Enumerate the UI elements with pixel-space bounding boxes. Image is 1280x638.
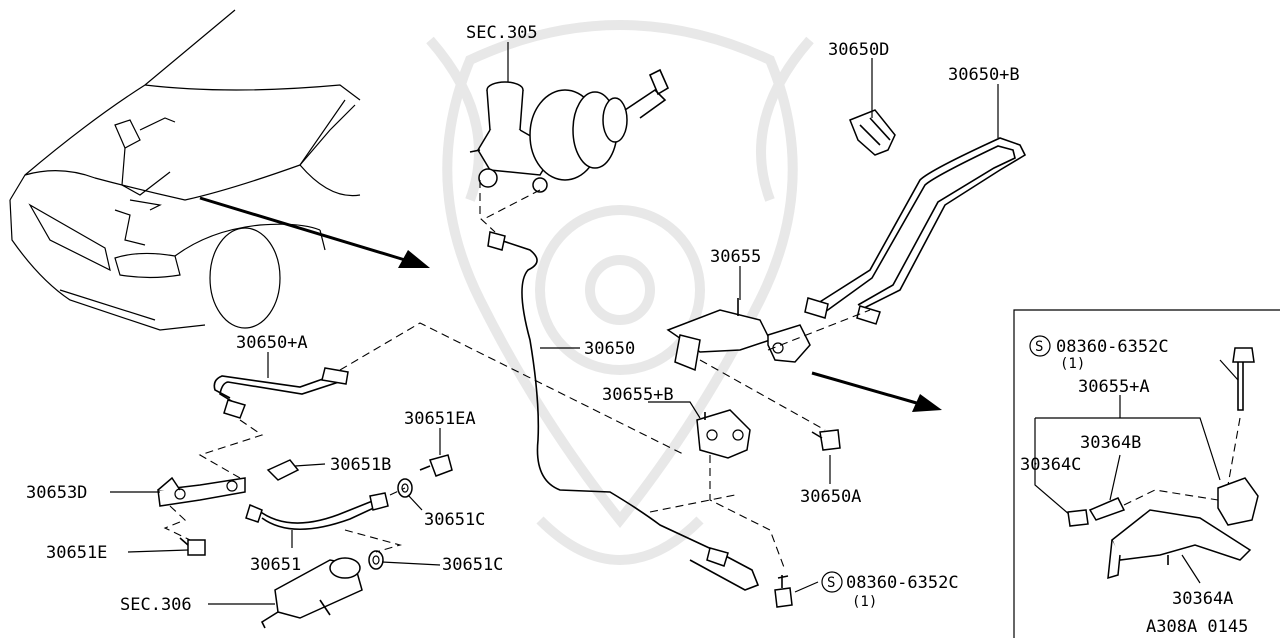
label-30655B: 30655+B — [602, 385, 674, 405]
label-30650A: 30650A — [800, 487, 861, 507]
label-30650A-plus: 30650+A — [236, 333, 308, 353]
direction-arrow-left — [199, 196, 430, 268]
junction-30655B — [696, 409, 751, 459]
label-30653D: 30653D — [26, 483, 87, 503]
inset-panel — [1013, 309, 1280, 638]
s-symbol-inset: S — [1029, 335, 1051, 357]
bolt-30651EA — [419, 454, 453, 477]
car-outline — [9, 9, 361, 331]
clutch-pipe-30650A — [213, 367, 349, 419]
bolt-08360-6352C — [774, 575, 793, 608]
label-30655: 30655 — [710, 247, 761, 267]
label-30364B: 30364B — [1080, 433, 1141, 453]
s-symbol-main: S — [821, 571, 843, 593]
s-symbol-inset-text: S — [1035, 339, 1043, 355]
diagram-code: A308A 0145 — [1146, 617, 1248, 637]
s-symbol-text: S — [827, 575, 835, 591]
clutch-hose-30651 — [245, 492, 389, 531]
label-30651C-bottom: 30651C — [442, 555, 503, 575]
label-30651C-top: 30651C — [424, 510, 485, 530]
label-30655A: 30655+A — [1078, 377, 1150, 397]
washer-30651C-bottom — [368, 550, 384, 570]
watermark-emblem — [426, 20, 814, 565]
direction-arrow-right — [811, 371, 942, 412]
label-30650D: 30650D — [828, 40, 889, 60]
leader-lines — [110, 42, 1239, 605]
label-sec306: SEC.306 — [120, 595, 192, 615]
clip-30651B — [266, 459, 300, 481]
label-sec305: SEC.305 — [466, 23, 538, 43]
clutch-pipe-30650B — [804, 137, 1027, 325]
dashed-guides — [163, 180, 871, 571]
label-30364A: 30364A — [1172, 589, 1233, 609]
clutch-pipe-30650 — [487, 231, 760, 591]
label-30651EA: 30651EA — [404, 409, 476, 429]
label-30650B: 30650+B — [948, 65, 1020, 85]
label-30651E: 30651E — [46, 543, 107, 563]
label-inset-bolt-qty: (1) — [1060, 356, 1085, 372]
label-30651: 30651 — [250, 555, 301, 575]
label-bolt-main-qty: (1) — [852, 594, 877, 610]
label-30364C: 30364C — [1020, 455, 1081, 475]
label-30650: 30650 — [584, 339, 635, 359]
label-30651B: 30651B — [330, 455, 391, 475]
clutch-master-cylinder — [469, 68, 670, 193]
bolt-30651E — [179, 537, 206, 556]
label-inset-bolt: 08360-6352C — [1056, 337, 1169, 357]
bracket-30655 — [666, 298, 811, 372]
label-bolt-main: 08360-6352C — [846, 573, 959, 593]
clip-30650D — [849, 109, 896, 156]
bolt-30650A — [811, 429, 841, 451]
clutch-operating-cylinder — [260, 557, 363, 629]
bracket-30653D — [157, 476, 246, 507]
